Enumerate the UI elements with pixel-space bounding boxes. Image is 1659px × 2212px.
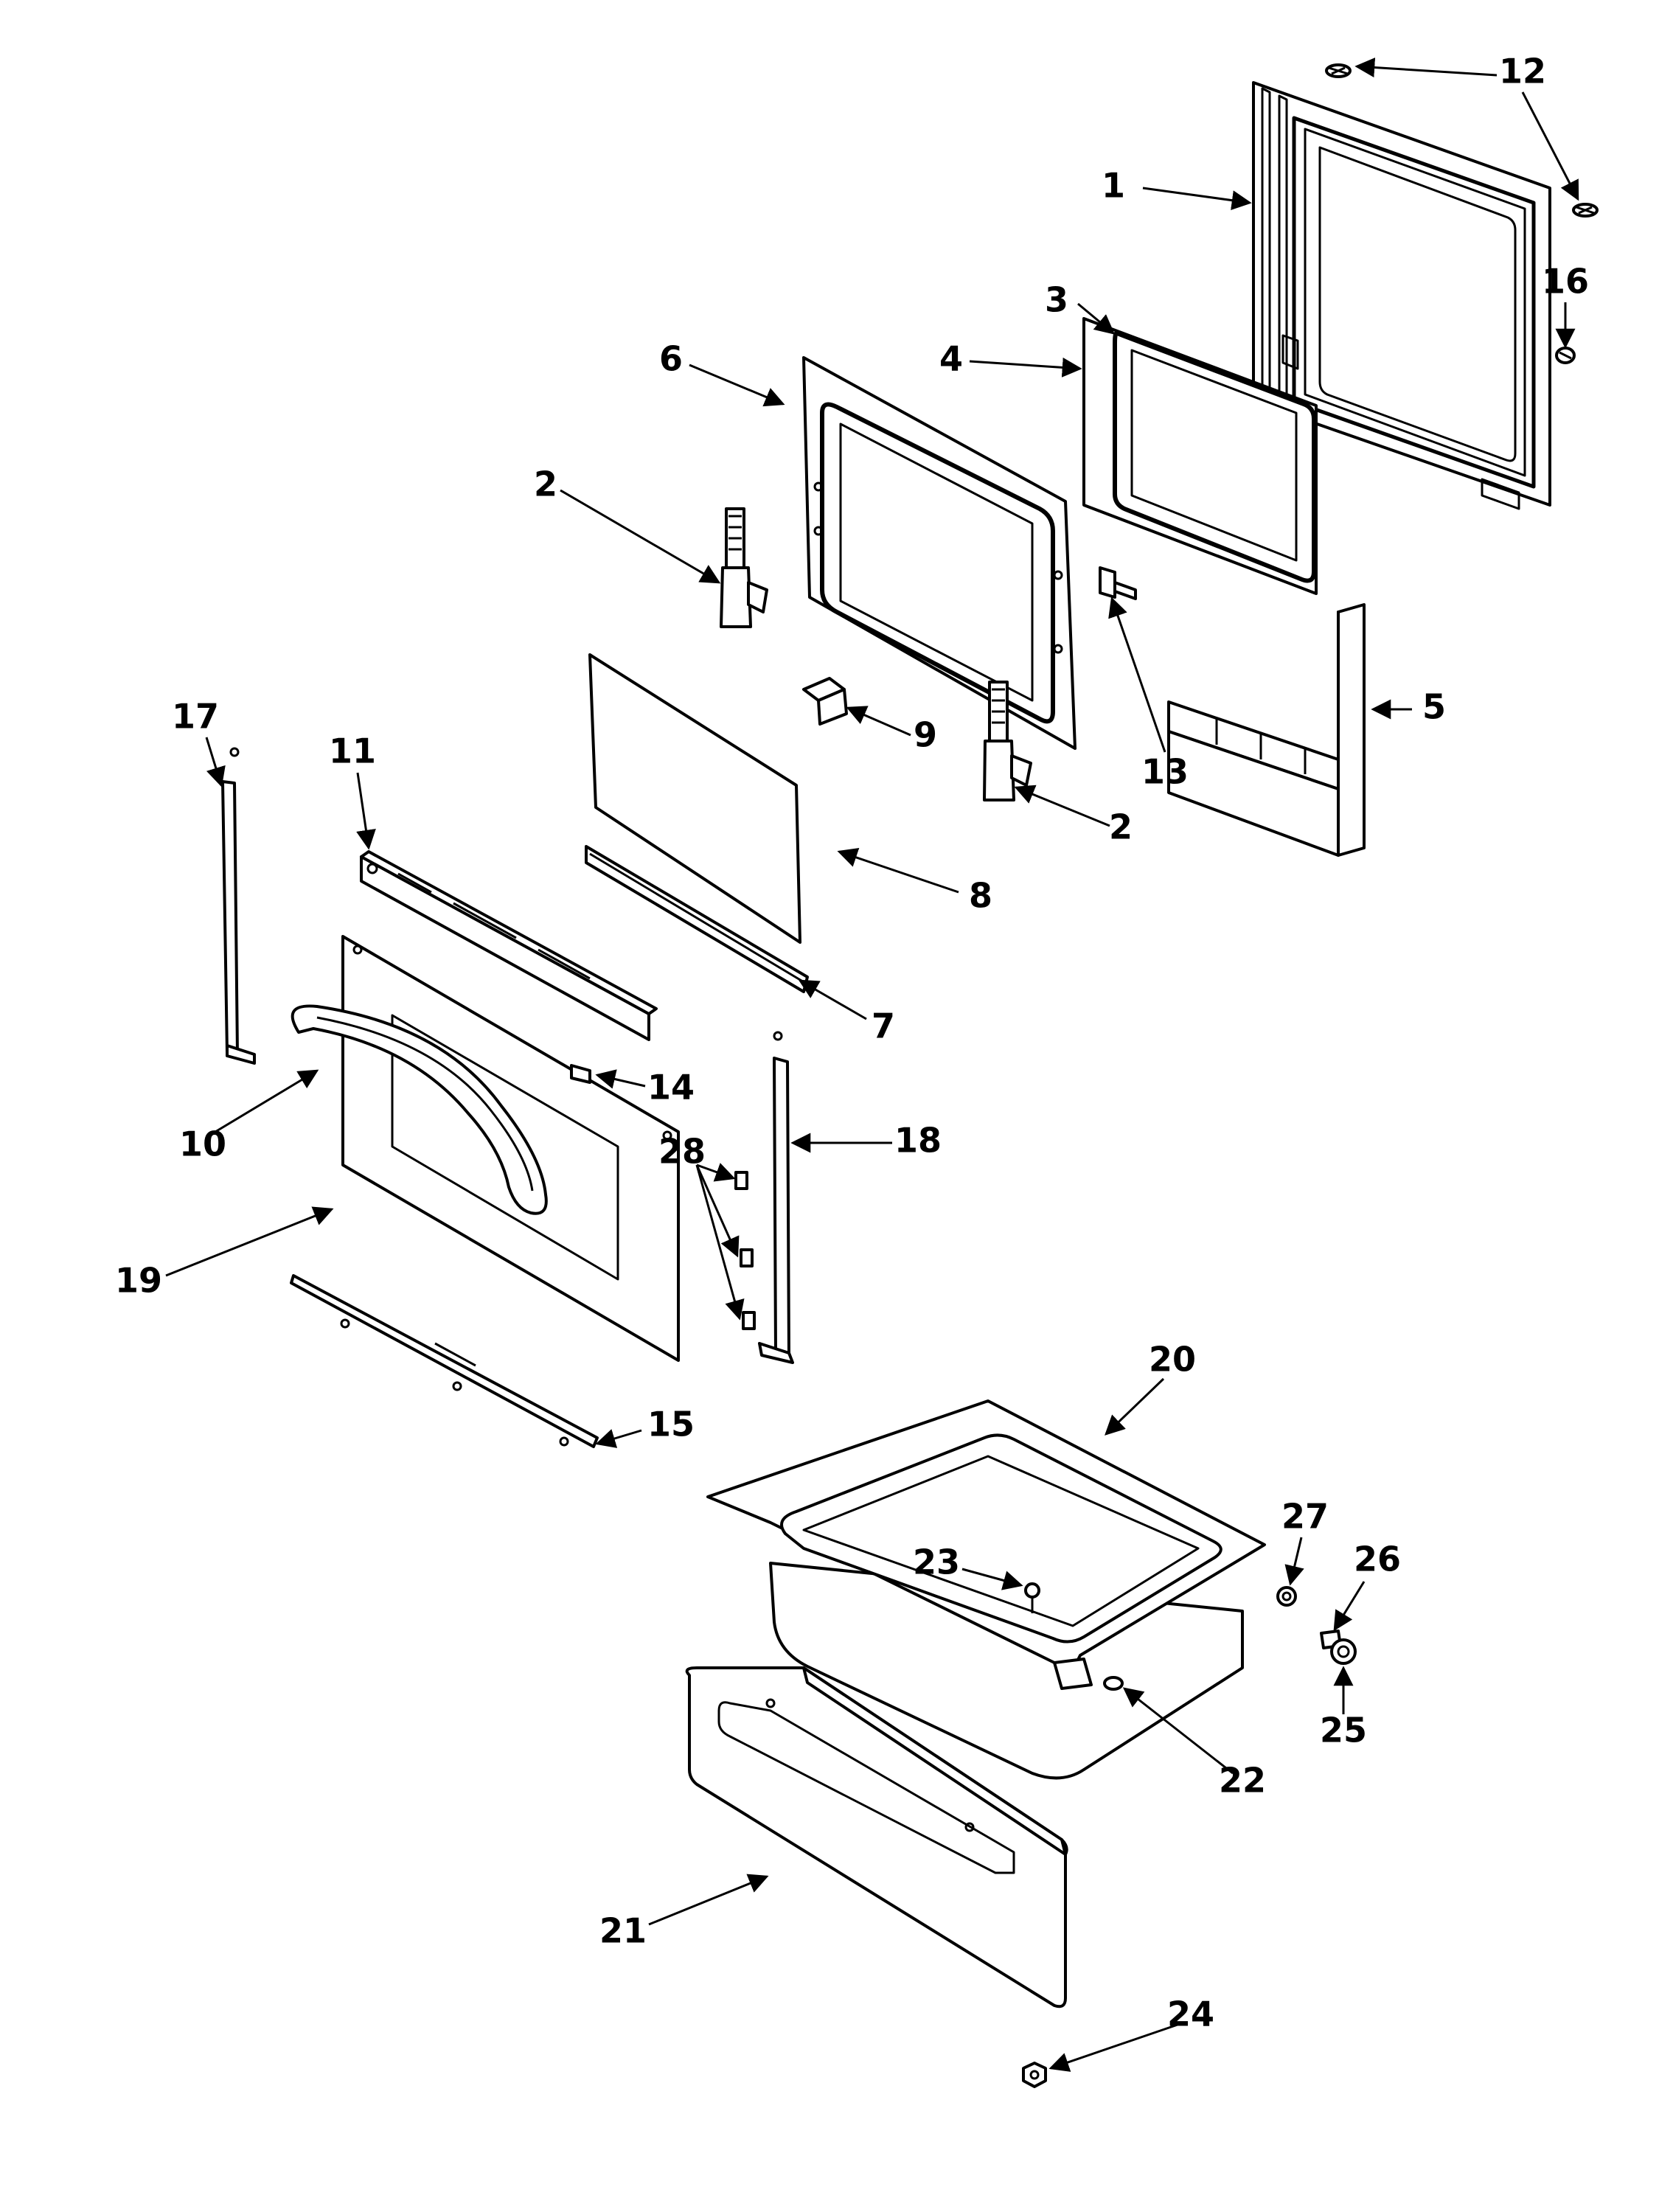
callout-5: 5	[1422, 687, 1446, 727]
part-12-screw-top	[1325, 63, 1352, 78]
callout-24: 24	[1167, 1994, 1214, 2034]
callout-19: 19	[115, 1261, 162, 1301]
callout-1: 1	[1102, 166, 1125, 206]
callout-9: 9	[914, 715, 937, 755]
part-8-glass-panel	[588, 653, 801, 944]
callout-26: 26	[1354, 1540, 1401, 1579]
part-18-side-trim	[758, 1031, 794, 1364]
part-14-clip	[570, 1064, 591, 1084]
part-22-screw	[1103, 1676, 1124, 1691]
part-10-door-handle	[291, 1004, 548, 1215]
part-24-nut	[1022, 2062, 1047, 2088]
callout-6: 6	[659, 339, 683, 379]
callout-11: 11	[329, 731, 376, 771]
callout-10: 10	[179, 1124, 226, 1164]
callout-20: 20	[1149, 1340, 1196, 1380]
part-13-bracket	[1099, 566, 1137, 600]
part-9-bracket	[802, 677, 848, 726]
callout-16: 16	[1542, 262, 1589, 302]
callout-8: 8	[969, 876, 992, 916]
callout-3: 3	[1045, 280, 1068, 320]
callout-15: 15	[647, 1405, 695, 1444]
part-15-bottom-trim	[290, 1274, 599, 1448]
callout-4: 4	[939, 339, 963, 379]
callout-22: 22	[1219, 1761, 1266, 1801]
callout-27: 27	[1281, 1497, 1329, 1537]
callout-labels: 1 12 16 3 4 6 2 2 9 13 5 8 7 17 11 14 10…	[115, 52, 1589, 2034]
part-5-insulation	[1167, 603, 1366, 857]
part-6-door-liner	[802, 356, 1077, 750]
part-20-drawer-box	[706, 1399, 1266, 1780]
callout-25: 25	[1320, 1711, 1367, 1750]
callout-23: 23	[913, 1543, 960, 1582]
part-12-screw-side	[1572, 203, 1599, 218]
leader-lines	[165, 58, 1579, 2072]
part-21-drawer-front	[685, 1666, 1068, 2008]
part-1-outer-door-panel	[1252, 81, 1551, 510]
callout-28: 28	[658, 1132, 706, 1172]
part-16-screw	[1555, 347, 1576, 364]
callout-12: 12	[1499, 52, 1546, 91]
part-2-hinge-right	[983, 681, 1032, 801]
callout-2-right: 2	[1109, 807, 1133, 847]
callout-17: 17	[172, 697, 219, 737]
part-28-clip-2	[740, 1248, 754, 1267]
callout-14: 14	[647, 1068, 695, 1107]
callout-18: 18	[894, 1121, 942, 1161]
callout-2-left: 2	[534, 465, 557, 504]
part-23-screw	[1024, 1582, 1040, 1613]
part-28-clip-3	[742, 1311, 756, 1330]
callout-7: 7	[872, 1006, 895, 1046]
part-2-hinge-left	[720, 507, 768, 628]
part-27-nut	[1276, 1586, 1297, 1607]
part-28-clip-1	[734, 1171, 748, 1190]
part-11-top-trim	[360, 850, 658, 1041]
callout-13: 13	[1141, 752, 1189, 792]
part-17-side-trim	[221, 747, 256, 1065]
part-3-door-gasket-frame	[1113, 330, 1316, 583]
callout-21: 21	[599, 1911, 647, 1951]
part-25-roller-wheel	[1330, 1638, 1357, 1665]
